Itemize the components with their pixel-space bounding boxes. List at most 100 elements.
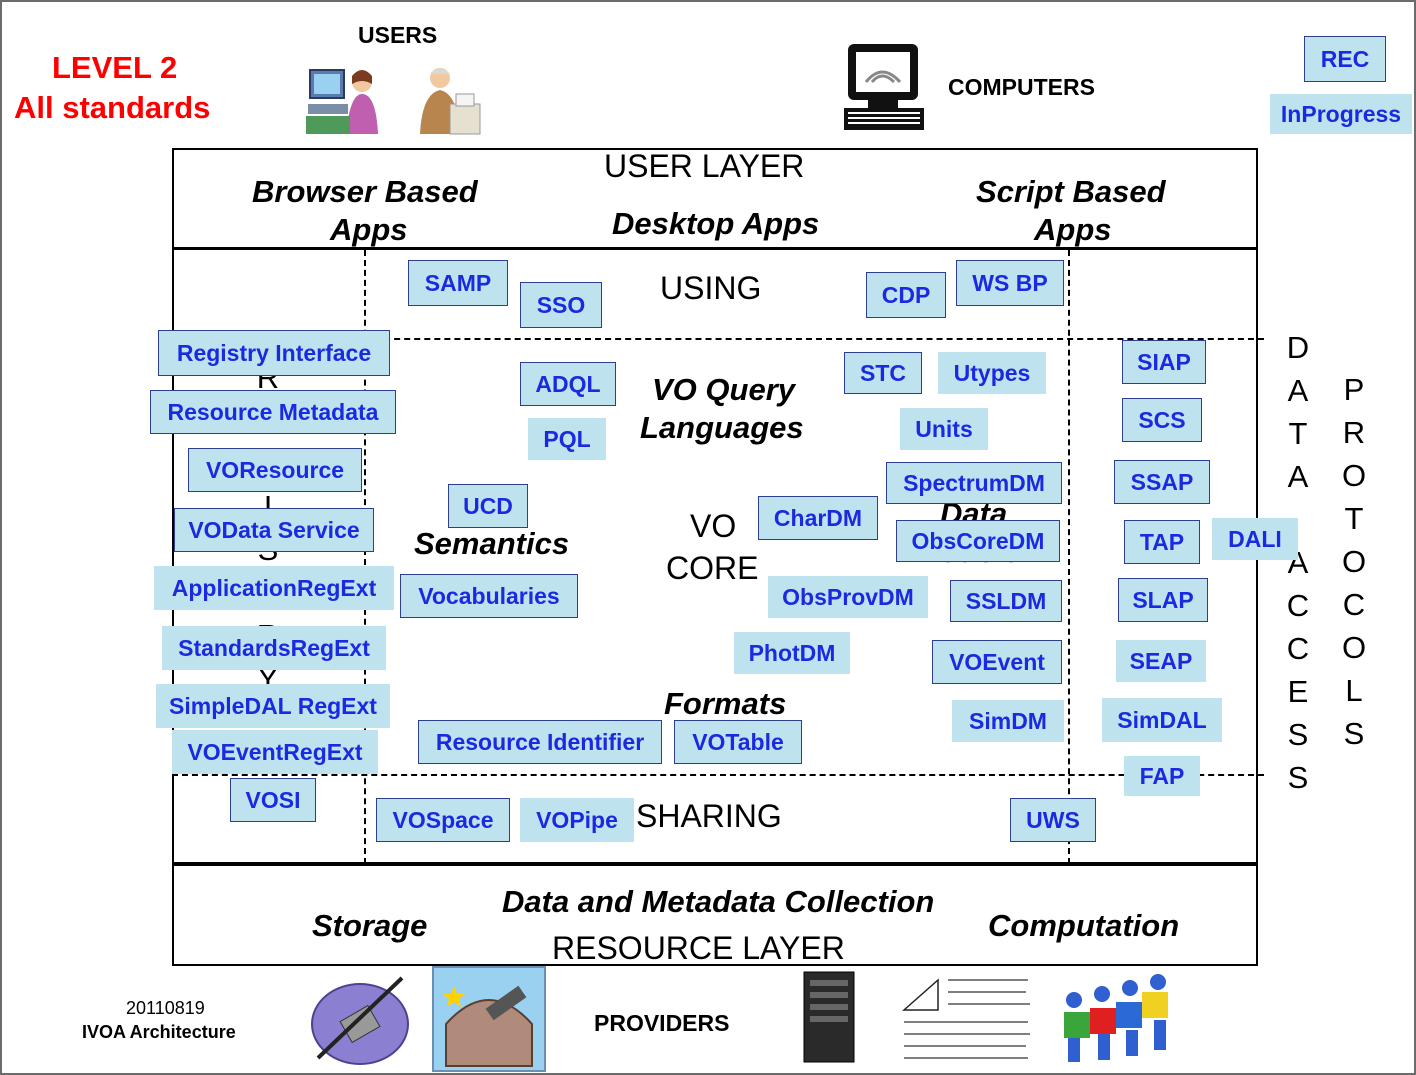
footer-title: IVOA Architecture xyxy=(82,1022,236,1042)
standard-resource-identifier: Resource Identifier xyxy=(418,720,662,764)
protocols-letter: L xyxy=(1345,673,1363,708)
standard-simpledalregext: SimpleDAL RegExt xyxy=(156,684,390,728)
using-label: USING xyxy=(660,270,762,306)
standard-registry-interface: Registry Interface xyxy=(158,330,390,376)
user-layer-divider xyxy=(172,247,1258,250)
script-apps-line2: Apps xyxy=(1034,212,1112,247)
vo-core-line2: CORE xyxy=(666,550,759,586)
desktop-apps-label: Desktop Apps xyxy=(612,206,820,241)
math-notes-icon xyxy=(898,970,1038,1066)
vo-query-line1: VO Query xyxy=(652,372,795,407)
vo-query-line2: Languages xyxy=(640,410,804,445)
script-apps-line1: Script Based xyxy=(976,174,1166,209)
server-icon xyxy=(803,971,855,1063)
data-access-letter: T xyxy=(1288,416,1308,451)
standard-ucd: UCD xyxy=(448,484,528,528)
standard-applicationregext: ApplicationRegExt xyxy=(154,566,394,610)
standard-vocabularies: Vocabularies xyxy=(400,574,578,618)
standard-cdp: CDP xyxy=(866,272,946,318)
standard-standardsregext: StandardsRegExt xyxy=(162,626,386,670)
standard-vosi: VOSI xyxy=(230,778,316,822)
formats-label: Formats xyxy=(664,686,787,721)
protocols-letter: O xyxy=(1341,630,1367,665)
user-at-computer-icon xyxy=(306,69,378,134)
standard-vospace: VOSpace xyxy=(376,798,510,842)
standard-obscoredm: ObsCoreDM xyxy=(896,520,1060,562)
data-collection-label: Data and Metadata Collection xyxy=(502,884,935,919)
data-access-letter: D xyxy=(1286,330,1310,365)
standard-fap: FAP xyxy=(1124,756,1200,796)
registry-divider xyxy=(364,250,366,864)
semantics-label: Semantics xyxy=(414,526,570,561)
standard-votable: VOTable xyxy=(674,720,802,764)
protocols-letter: O xyxy=(1341,458,1367,493)
standard-photdm: PhotDM xyxy=(734,632,850,674)
standard-chardm: CharDM xyxy=(758,496,878,540)
protocols-letter: P xyxy=(1343,372,1365,407)
user-layer-box xyxy=(172,148,1258,864)
standard-dali: DALI xyxy=(1212,518,1298,560)
standard-seap: SEAP xyxy=(1116,640,1206,682)
data-access-letter: E xyxy=(1287,674,1309,709)
data-access-vertical: D A T A A C C E S S xyxy=(1280,326,1316,799)
protocols-letter: R xyxy=(1342,415,1366,450)
sharing-label: SHARING xyxy=(636,798,782,834)
standard-scs: SCS xyxy=(1122,398,1202,442)
puzzle-team-icon xyxy=(1064,974,1168,1062)
computer-icon xyxy=(844,44,924,130)
standard-samp: SAMP xyxy=(408,260,508,306)
observatory-icon xyxy=(432,966,546,1072)
data-access-letter: A xyxy=(1287,373,1309,408)
standard-ssap: SSAP xyxy=(1114,460,1210,504)
standard-stc: STC xyxy=(844,352,922,394)
protocols-letter: C xyxy=(1342,587,1366,622)
legend-inprogress: InProgress xyxy=(1270,94,1412,134)
standard-utypes: Utypes xyxy=(938,352,1046,394)
standard-units: Units xyxy=(900,408,988,450)
sharing-divider xyxy=(172,774,1264,776)
standard-voevent: VOEvent xyxy=(932,640,1062,684)
registry-letter: I xyxy=(263,489,273,524)
protocols-letter: O xyxy=(1341,544,1367,579)
user-layer-label: USER LAYER xyxy=(604,148,805,184)
browser-apps-line1: Browser Based xyxy=(252,174,478,209)
standard-slap: SLAP xyxy=(1118,578,1208,622)
protocols-letter: S xyxy=(1343,716,1365,751)
browser-apps-line2: Apps xyxy=(330,212,408,247)
legend-rec: REC xyxy=(1304,36,1386,82)
users-label: USERS xyxy=(358,22,438,48)
standard-spectrumdm: SpectrumDM xyxy=(886,462,1062,504)
data-access-divider xyxy=(1068,250,1070,864)
standard-vodataservice: VOData Service xyxy=(174,508,374,552)
level-subtitle: All standards xyxy=(14,90,211,125)
standard-simdal: SimDAL xyxy=(1102,698,1222,742)
standard-vopipe: VOPipe xyxy=(520,798,634,842)
standard-siap: SIAP xyxy=(1122,340,1206,384)
standard-voeventregext: VOEventRegExt xyxy=(172,730,378,774)
data-access-letter: C xyxy=(1286,631,1310,666)
standard-wsbp: WS BP xyxy=(956,260,1064,306)
vo-core-line1: VO xyxy=(690,508,737,544)
resource-layer-box xyxy=(172,864,1258,966)
data-access-letter: S xyxy=(1287,760,1309,795)
data-access-letter: A xyxy=(1287,459,1309,494)
storage-label: Storage xyxy=(312,908,428,943)
protocols-vertical: P R O T O C O L S xyxy=(1336,368,1372,755)
computation-label: Computation xyxy=(988,908,1180,943)
standard-uws: UWS xyxy=(1010,798,1096,842)
standard-obsprovdm: ObsProvDM xyxy=(768,576,928,618)
standard-adql: ADQL xyxy=(520,362,616,406)
standard-resource-metadata: Resource Metadata xyxy=(150,390,396,434)
satellite-icon xyxy=(311,976,409,1065)
standard-sso: SSO xyxy=(520,282,602,328)
standard-simdm: SimDM xyxy=(952,700,1064,742)
resource-layer-label: RESOURCE LAYER xyxy=(552,930,845,966)
data-access-letter: C xyxy=(1286,588,1310,623)
providers-label: PROVIDERS xyxy=(594,1010,730,1036)
footer-date: 20110819 xyxy=(126,998,205,1018)
standard-pql: PQL xyxy=(528,418,606,460)
office-worker-icon xyxy=(420,68,481,135)
level-title: LEVEL 2 xyxy=(52,50,178,85)
standard-tap: TAP xyxy=(1124,520,1200,564)
